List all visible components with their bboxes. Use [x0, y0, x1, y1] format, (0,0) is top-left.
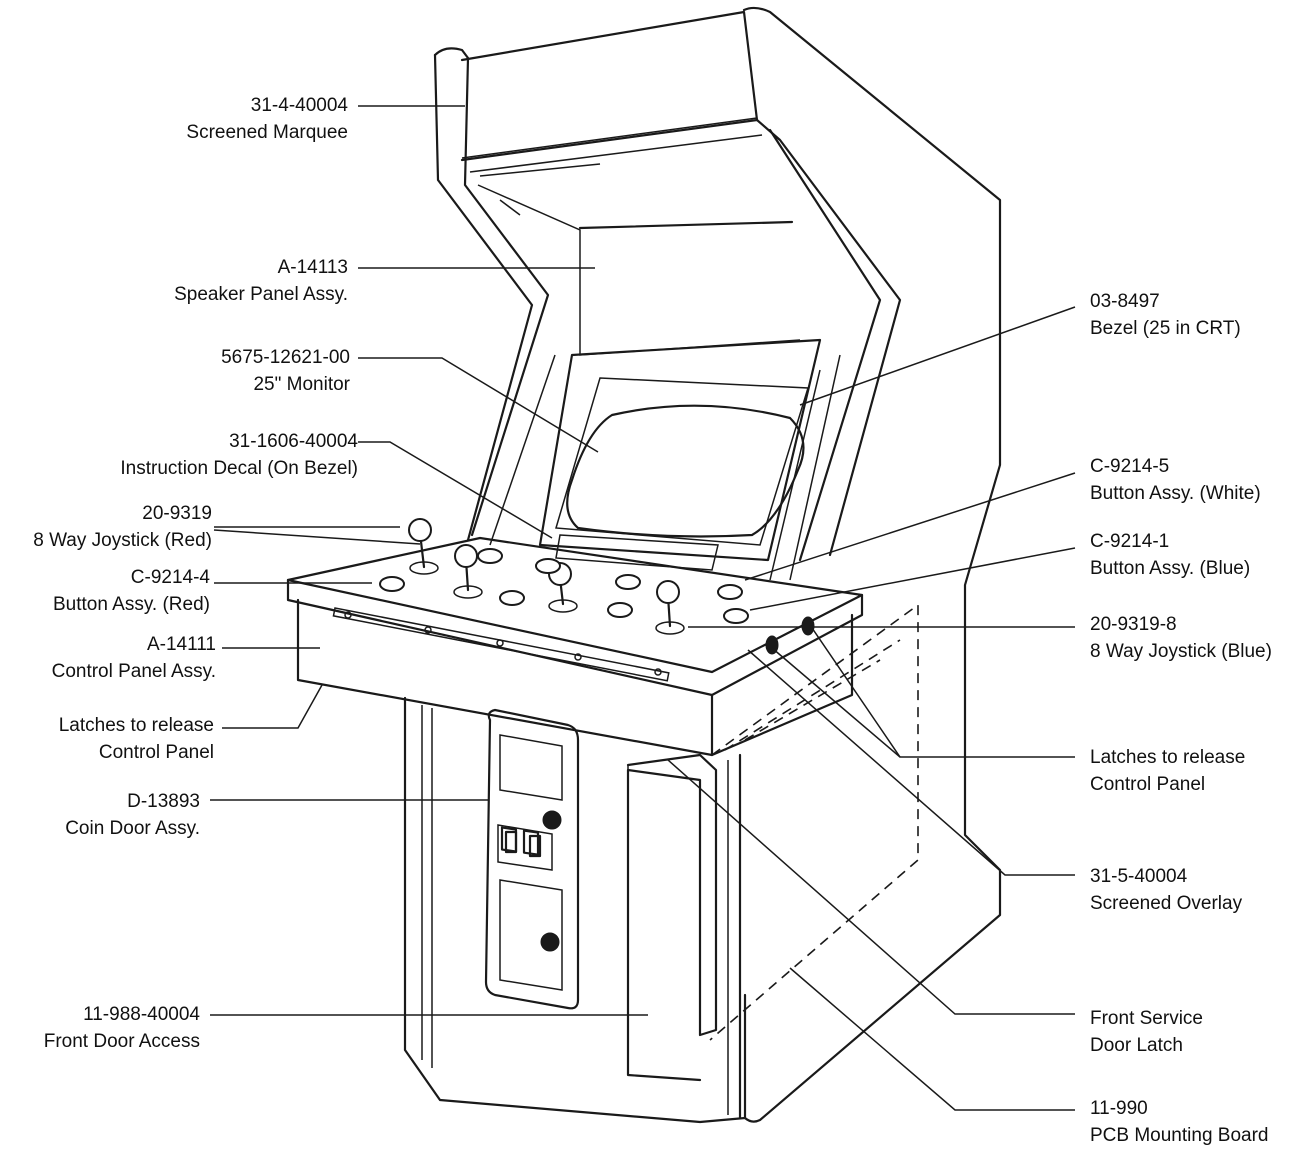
joystick-red-2 — [453, 544, 483, 599]
part-description: Instruction Decal (On Bezel) — [120, 458, 358, 479]
part-number: 03-8497 — [1090, 291, 1160, 312]
callout-line-2: Control Panel — [1090, 774, 1206, 795]
part-description: Screened Marquee — [186, 122, 348, 143]
part-number: 11-988-40004 — [83, 1004, 200, 1025]
part-number: C-9214-5 — [1090, 456, 1170, 477]
part-number: 20-9319-8 — [1090, 614, 1177, 635]
callout-line-2: Door Latch — [1090, 1035, 1183, 1056]
controls-drawing — [379, 518, 749, 635]
pcb-board-hidden — [709, 603, 919, 1041]
part-description: Bezel (25 in CRT) — [1090, 318, 1241, 339]
callout-latches-right: Latches to release Control Panel — [1090, 744, 1300, 798]
part-number: C-9214-4 — [130, 567, 210, 588]
part-description: Button Assy. (Blue) — [1090, 558, 1251, 579]
part-number: D-13893 — [127, 791, 200, 812]
callout-line-1: Latches to release — [1090, 747, 1246, 768]
part-number: A-14113 — [277, 257, 348, 278]
callout-line-2: Control Panel — [98, 742, 214, 763]
callout-control-panel: A-14111 Control Panel Assy. — [4, 631, 216, 685]
part-description: Button Assy. (Red) — [53, 594, 210, 615]
callout-service-latch: Front Service Door Latch — [1090, 1005, 1300, 1059]
part-description: Front Door Access — [43, 1031, 200, 1052]
part-description: 8 Way Joystick (Blue) — [1090, 641, 1272, 662]
callout-marquee: 31-4-40004 Screened Marquee — [40, 92, 348, 146]
callout-pcb-board: 11-990 PCB Mounting Board — [1090, 1095, 1300, 1149]
joystick-blue-2 — [655, 580, 685, 635]
callout-joystick-red: 20-9319 8 Way Joystick (Red) — [4, 500, 212, 554]
part-description: Coin Door Assy. — [65, 818, 200, 839]
part-description: Speaker Panel Assy. — [174, 284, 348, 305]
callout-button-blue: C-9214-1 Button Assy. (Blue) — [1090, 528, 1300, 582]
part-description: Button Assy. (White) — [1090, 483, 1261, 504]
callout-instruction-decal: 31-1606-40004 Instruction Decal (On Beze… — [20, 428, 358, 482]
control-panel-drawing — [286, 536, 864, 757]
callout-coin-door: D-13893 Coin Door Assy. — [4, 788, 200, 842]
callout-button-white: C-9214-5 Button Assy. (White) — [1090, 453, 1300, 507]
buttons — [379, 548, 749, 624]
callout-monitor: 5675-12621-00 25" Monitor — [40, 344, 350, 398]
callout-button-red: C-9214-4 Button Assy. (Red) — [4, 564, 210, 618]
lower-cabinet — [403, 696, 747, 1124]
cabinet-body — [433, 6, 1002, 1123]
callout-bezel: 03-8497 Bezel (25 in CRT) — [1090, 288, 1300, 342]
callout-joystick-blue: 20-9319-8 8 Way Joystick (Blue) — [1090, 611, 1300, 665]
joystick-red-1 — [408, 518, 439, 575]
part-number: C-9214-1 — [1090, 531, 1170, 552]
part-description: PCB Mounting Board — [1090, 1125, 1269, 1146]
part-number: A-14111 — [146, 634, 216, 655]
callout-speaker-panel: A-14113 Speaker Panel Assy. — [40, 254, 348, 308]
part-number: 31-1606-40004 — [229, 431, 358, 452]
part-number: 5675-12621-00 — [221, 347, 350, 368]
part-number: 31-5-40004 — [1090, 866, 1188, 887]
leader-lines — [210, 105, 1076, 1111]
part-number: 31-4-40004 — [250, 95, 348, 116]
callout-front-door: 11-988-40004 Front Door Access — [4, 1001, 200, 1055]
part-number: 11-990 — [1090, 1098, 1148, 1119]
part-description: Screened Overlay — [1090, 893, 1243, 914]
part-description: Control Panel Assy. — [51, 661, 216, 682]
callout-overlay: 31-5-40004 Screened Overlay — [1090, 863, 1300, 917]
callout-line-1: Latches to release — [58, 715, 214, 736]
callout-line-1: Front Service — [1090, 1008, 1203, 1029]
part-number: 20-9319 — [142, 503, 212, 524]
callout-latches-left: Latches to release Control Panel — [4, 712, 214, 766]
part-description: 8 Way Joystick (Red) — [33, 530, 212, 551]
part-description: 25" Monitor — [253, 374, 350, 395]
